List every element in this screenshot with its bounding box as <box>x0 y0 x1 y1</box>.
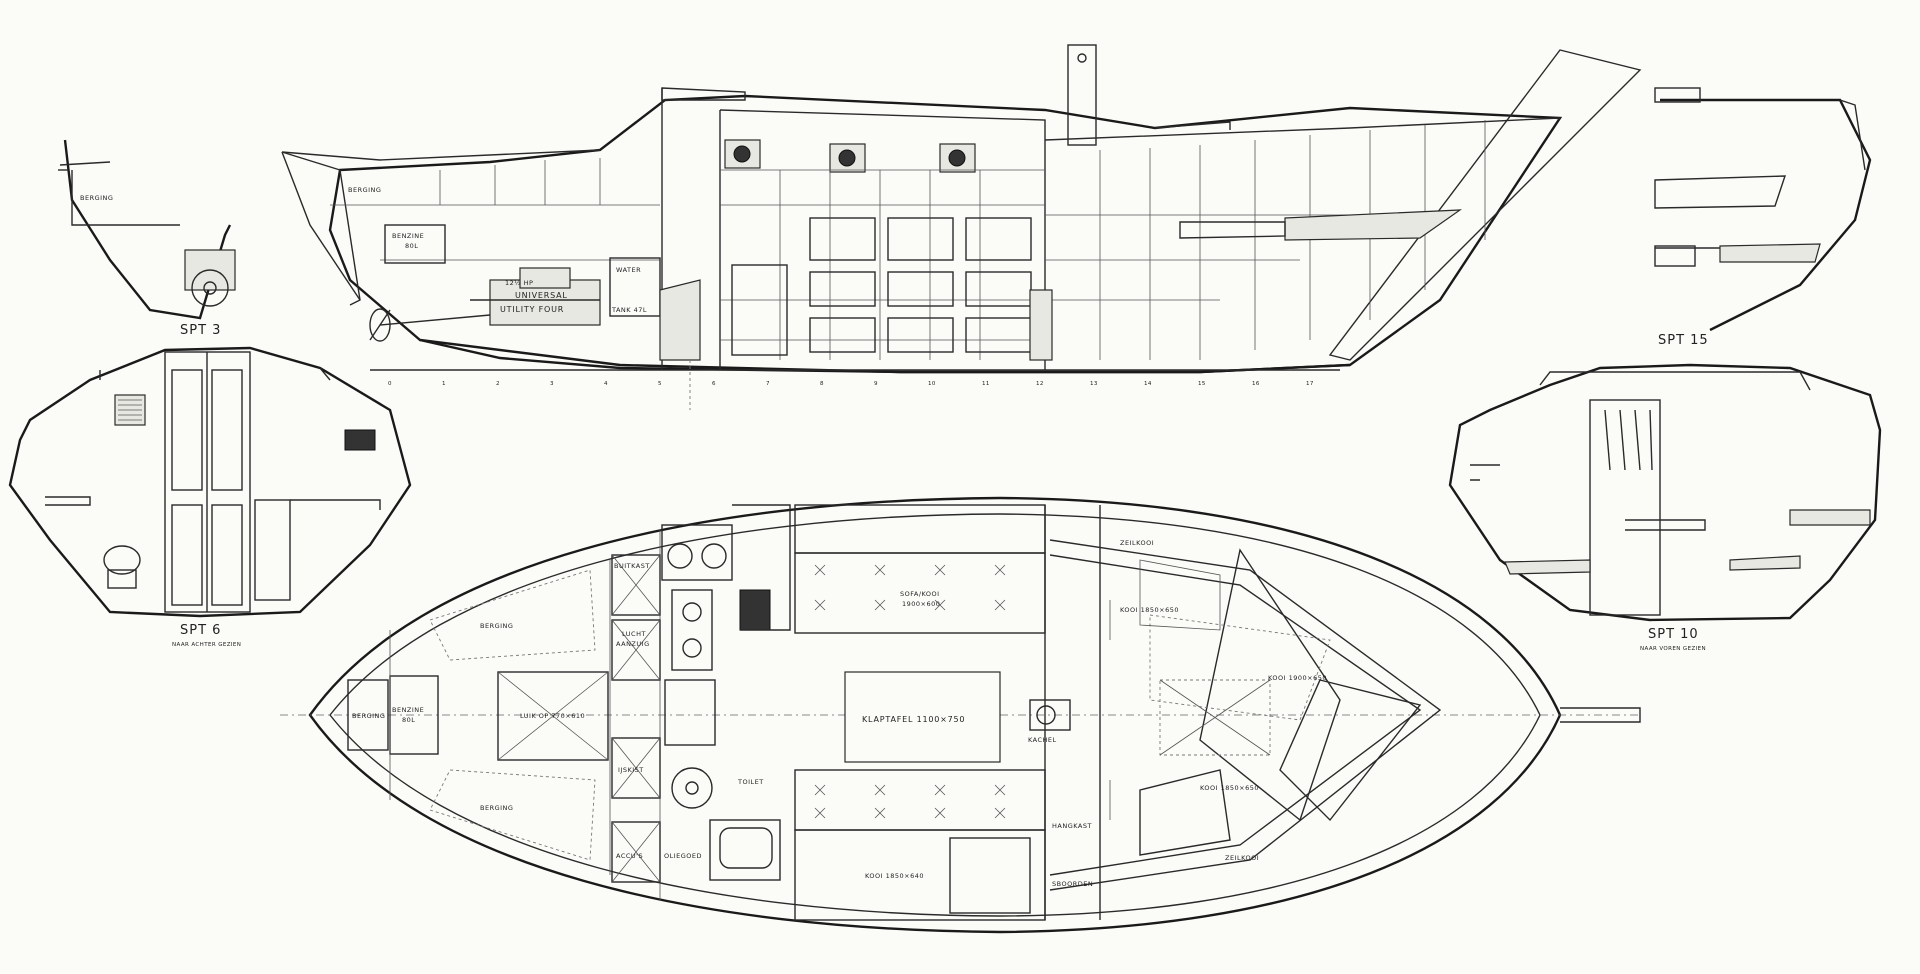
station-11: 11 <box>982 381 990 387</box>
plan-berging-aft: BERGING <box>352 712 385 720</box>
station-10: 10 <box>928 381 936 387</box>
station-6: 6 <box>712 381 716 387</box>
station-17: 17 <box>1306 381 1314 387</box>
plan-lucht: LUCHT <box>622 630 646 638</box>
engine-section-icon <box>184 249 236 307</box>
section-spt10: SPT 10 NAAR VOREN GEZIEN <box>1448 363 1882 652</box>
plan-buitkast: BUITKAST <box>614 562 650 570</box>
saloon-area <box>794 504 1046 921</box>
station-12: 12 <box>1036 381 1044 387</box>
plan-luik: LUIK OP 770×610 <box>520 712 585 720</box>
plan-kachel: KACHEL <box>1028 736 1057 744</box>
plan-zeilkooi: ZEILKOOI <box>1120 539 1154 547</box>
plan-lucht2: AANZUIG <box>616 640 650 648</box>
plan-zeilkooi2: ZEILKOOI <box>1225 854 1259 862</box>
plan-kooi-fwd2: KOOI 1850×650 <box>1200 784 1259 792</box>
plan-sofa-dim: 1900×600 <box>902 600 940 608</box>
spt3-title: SPT 3 <box>180 323 221 338</box>
stove-burner-icons <box>671 589 713 671</box>
spt15-title: SPT 15 <box>1658 333 1709 348</box>
section-spt3: BERGING SPT 3 <box>58 139 236 338</box>
station-7: 7 <box>766 381 770 387</box>
toilet-icon <box>103 545 141 589</box>
station-2: 2 <box>496 381 500 387</box>
spt6-subtitle: NAAR ACHTER GEZIEN <box>172 642 241 648</box>
spt3-berging-label: BERGING <box>80 194 113 202</box>
plan-sofa: SOFA/KOOI <box>900 590 940 598</box>
profile-engine-hp: 12½ HP <box>505 279 533 287</box>
station-4: 4 <box>604 381 608 387</box>
spt10-subtitle: NAAR VOREN GEZIEN <box>1640 646 1706 652</box>
profile-view: 0 1 2 3 4 5 6 7 8 9 10 11 12 13 14 15 16… <box>281 44 1642 410</box>
profile-water-label: WATER <box>616 266 641 274</box>
station-14: 14 <box>1144 381 1152 387</box>
station-9: 9 <box>874 381 878 387</box>
station-8: 8 <box>820 381 824 387</box>
profile-engine-model: UTILITY FOUR <box>500 305 564 314</box>
galley-area <box>611 504 791 883</box>
plan-sboorden: SBOORDEN <box>1052 880 1093 888</box>
profile-berging-label: BERGING <box>348 186 381 194</box>
plan-kooi-stb: KOOI 1850×640 <box>865 872 924 880</box>
forecabin-area <box>1049 539 1442 891</box>
plan-toilet: TOILET <box>737 778 764 786</box>
station-1: 1 <box>442 381 446 387</box>
spt10-title: SPT 10 <box>1648 627 1699 642</box>
toilet-plan-icon <box>671 767 713 809</box>
station-numbers: 0 1 2 3 4 5 6 7 8 9 10 11 12 13 14 15 16… <box>388 381 1314 387</box>
plan-view: BERGING BENZINE 80L BERGING BERGING LUIK… <box>280 496 1641 934</box>
profile-benzine-unit: 80L <box>405 242 418 250</box>
plan-ijskist: IJSKIST <box>618 766 644 774</box>
plan-klaptafel: KLAPTAFEL 1100×750 <box>862 715 965 724</box>
plan-berging-stb: BERGING <box>480 804 513 812</box>
engine-icon <box>470 267 601 326</box>
plan-berging-port: BERGING <box>480 622 513 630</box>
profile-benzine-label: BENZINE <box>392 232 424 240</box>
station-3: 3 <box>550 381 554 387</box>
section-spt15: SPT 15 <box>1654 87 1872 348</box>
station-13: 13 <box>1090 381 1098 387</box>
plan-hangkast: HANGKAST <box>1052 822 1092 830</box>
propeller-icon <box>369 308 391 342</box>
profile-engine-brand: UNIVERSAL <box>515 291 568 300</box>
station-15: 15 <box>1198 381 1206 387</box>
heater-icon <box>1029 699 1071 731</box>
station-5: 5 <box>658 381 662 387</box>
settee-panels <box>731 217 1032 356</box>
plan-oliegoed: OLIEGOED <box>664 852 702 860</box>
porthole-icons <box>724 139 976 173</box>
station-16: 16 <box>1252 381 1260 387</box>
station-0: 0 <box>388 381 392 387</box>
plan-benzine-unit: 80L <box>402 716 415 724</box>
stove-icon <box>1029 289 1053 361</box>
profile-water-tank: TANK 47L <box>611 306 647 314</box>
plan-accu: ACCU'S <box>616 852 643 860</box>
plan-kooi-fwd3: KOOI 1900×650 <box>1268 674 1327 682</box>
section-spt6: SPT 6 NAAR ACHTER GEZIEN <box>8 346 412 648</box>
plan-benzine: BENZINE <box>392 706 424 714</box>
plan-kooi-fwd1: KOOI 1850×650 <box>1120 606 1179 614</box>
spt6-title: SPT 6 <box>180 623 221 638</box>
vent-grille-icon <box>114 394 146 426</box>
